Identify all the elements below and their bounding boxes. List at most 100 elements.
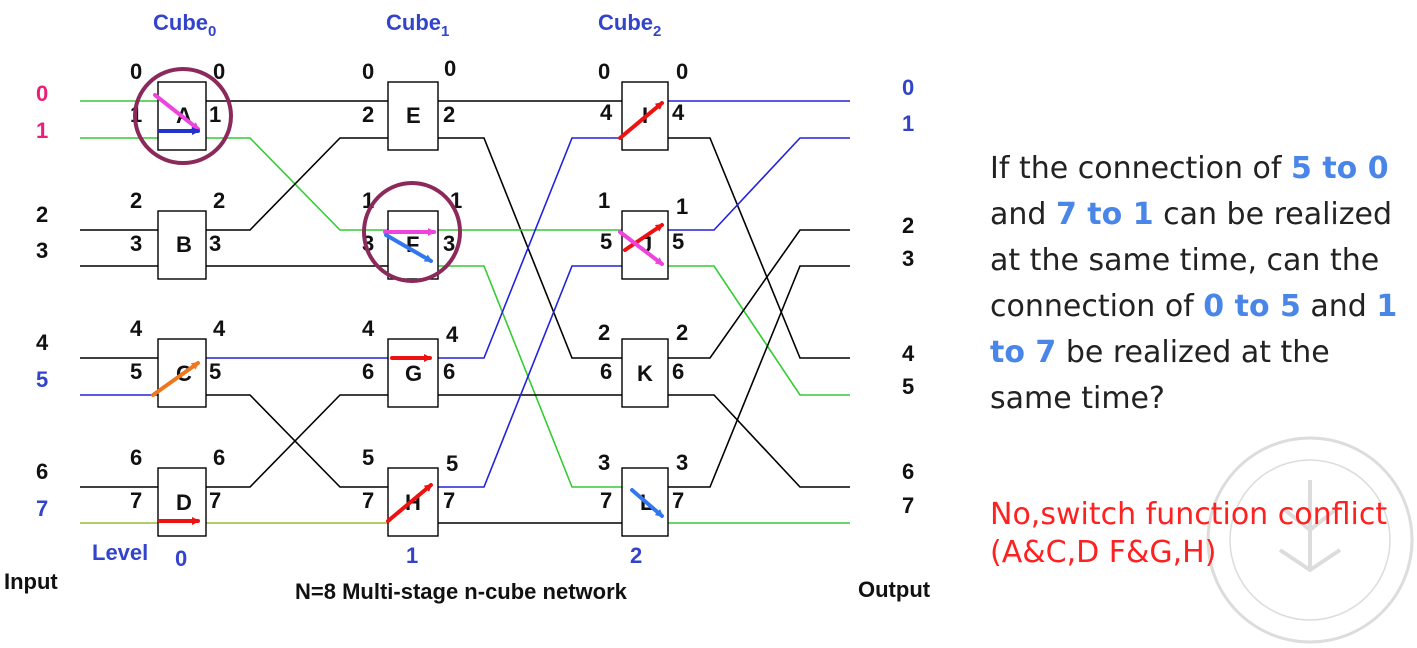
arrow-magenta: [618, 230, 664, 266]
arrow-lightblue: [384, 233, 433, 263]
level-label: Level: [92, 540, 148, 565]
port-label: 3: [130, 231, 142, 256]
output-label: 0: [902, 75, 914, 100]
question-text: If the connection of 5 to 0 and 7 to 1 c…: [990, 146, 1410, 422]
port-label: 3: [598, 450, 610, 475]
port-label: 7: [362, 488, 374, 513]
port-label: 5: [600, 229, 612, 254]
answer-line-2: (A&C,D F&G,H): [990, 535, 1217, 570]
question-highlight: 0 to 5: [1203, 289, 1301, 324]
wire: [668, 394, 850, 488]
port-label: 2: [362, 102, 374, 127]
conflict-circles: [133, 67, 462, 283]
wire: [438, 265, 622, 488]
port-label: 4: [130, 316, 143, 341]
port-label: 2: [443, 102, 455, 127]
question-highlight: 7 to 1: [1055, 197, 1154, 232]
port-label: 3: [209, 231, 221, 256]
port-label: 1: [209, 102, 221, 127]
switch-arrows: [151, 93, 664, 525]
answer-line-1: No,switch function conflict: [990, 497, 1388, 532]
input-label: 5: [36, 367, 48, 392]
output-label: 5: [902, 374, 914, 399]
port-label: 7: [209, 488, 221, 513]
port-label: 5: [446, 451, 458, 476]
wire: [438, 137, 622, 359]
input-label: 4: [36, 330, 49, 355]
question-segment: and: [1300, 289, 1377, 324]
wire: [206, 137, 388, 231]
input-label: 6: [36, 459, 48, 484]
port-label: 7: [600, 488, 612, 513]
question-segment: be realized at the same time?: [990, 335, 1330, 416]
port-label: 7: [672, 488, 684, 513]
arrow-magenta: [153, 93, 200, 131]
cube-network-diagram: Cube0 Cube1 Cube2 0 1 2 3 4 5 6 7 0 1 2 …: [4, 10, 931, 604]
port-label: 5: [672, 229, 684, 254]
input-label: 0: [36, 81, 48, 106]
port-label: 4: [446, 322, 459, 347]
input-label: 2: [36, 202, 48, 227]
switch-box-k: [621, 338, 669, 408]
wire: [668, 265, 850, 488]
wire: [668, 265, 850, 396]
port-label: 3: [443, 231, 455, 256]
network-wires: [80, 100, 850, 524]
port-label: 0: [676, 59, 688, 84]
switch-box-e: [387, 81, 439, 151]
port-label: 4: [600, 100, 613, 125]
output-label: 3: [902, 246, 914, 271]
port-label: 6: [672, 359, 684, 384]
port-label: 6: [213, 445, 225, 470]
switch-box-f: [387, 210, 439, 280]
port-label: 3: [676, 450, 688, 475]
port-label: 7: [130, 488, 142, 513]
port-label: 4: [213, 316, 226, 341]
port-label: 6: [130, 445, 142, 470]
output-label: 2: [902, 213, 914, 238]
port-label: 5: [209, 359, 221, 384]
question-highlight: 5 to 0: [1291, 151, 1389, 186]
port-label: 6: [443, 359, 455, 384]
question-highlight: 1 to 7: [990, 289, 1398, 370]
level-value: 0: [175, 546, 187, 571]
wire: [668, 137, 850, 359]
wire: [206, 394, 388, 488]
arrow-red: [618, 101, 664, 140]
input-label: 3: [36, 238, 48, 263]
conflict-circle-f: [362, 181, 462, 283]
arrow-lightblue: [630, 488, 664, 518]
port-label: 4: [672, 100, 685, 125]
wire: [438, 265, 622, 488]
conflict-circle-a: [133, 67, 233, 165]
port-label: 2: [130, 188, 142, 213]
wire: [668, 137, 850, 231]
question-segment: can be realized at the same time, can th…: [990, 197, 1393, 324]
switch-name: E: [406, 103, 421, 128]
cube-label-0: Cube0: [153, 10, 216, 40]
switch-name: B: [176, 232, 192, 257]
question-segment: and: [990, 197, 1056, 232]
cube-label-1: Cube1: [386, 10, 449, 40]
input-label: 1: [36, 118, 48, 143]
port-label: 2: [676, 320, 688, 345]
switch-box-b: [157, 210, 207, 280]
wire: [206, 394, 388, 488]
port-label: 5: [362, 445, 374, 470]
output-label: 7: [902, 493, 914, 518]
port-label: 2: [598, 320, 610, 345]
switch-box-g: [387, 338, 439, 408]
output-label: 1: [902, 111, 914, 136]
output-label: 6: [902, 459, 914, 484]
wire: [438, 137, 622, 359]
question-segment: If the connection of: [990, 151, 1291, 186]
switch-name: K: [637, 361, 653, 386]
port-label: 0: [213, 59, 225, 84]
switch-name: D: [176, 490, 192, 515]
diagram-title: N=8 Multi-stage n-cube network: [295, 579, 628, 604]
port-label: 0: [362, 59, 374, 84]
cube-label-2: Cube2: [598, 10, 661, 40]
wire: [668, 229, 850, 359]
switch-name: G: [405, 361, 422, 386]
port-label: 0: [444, 56, 456, 81]
